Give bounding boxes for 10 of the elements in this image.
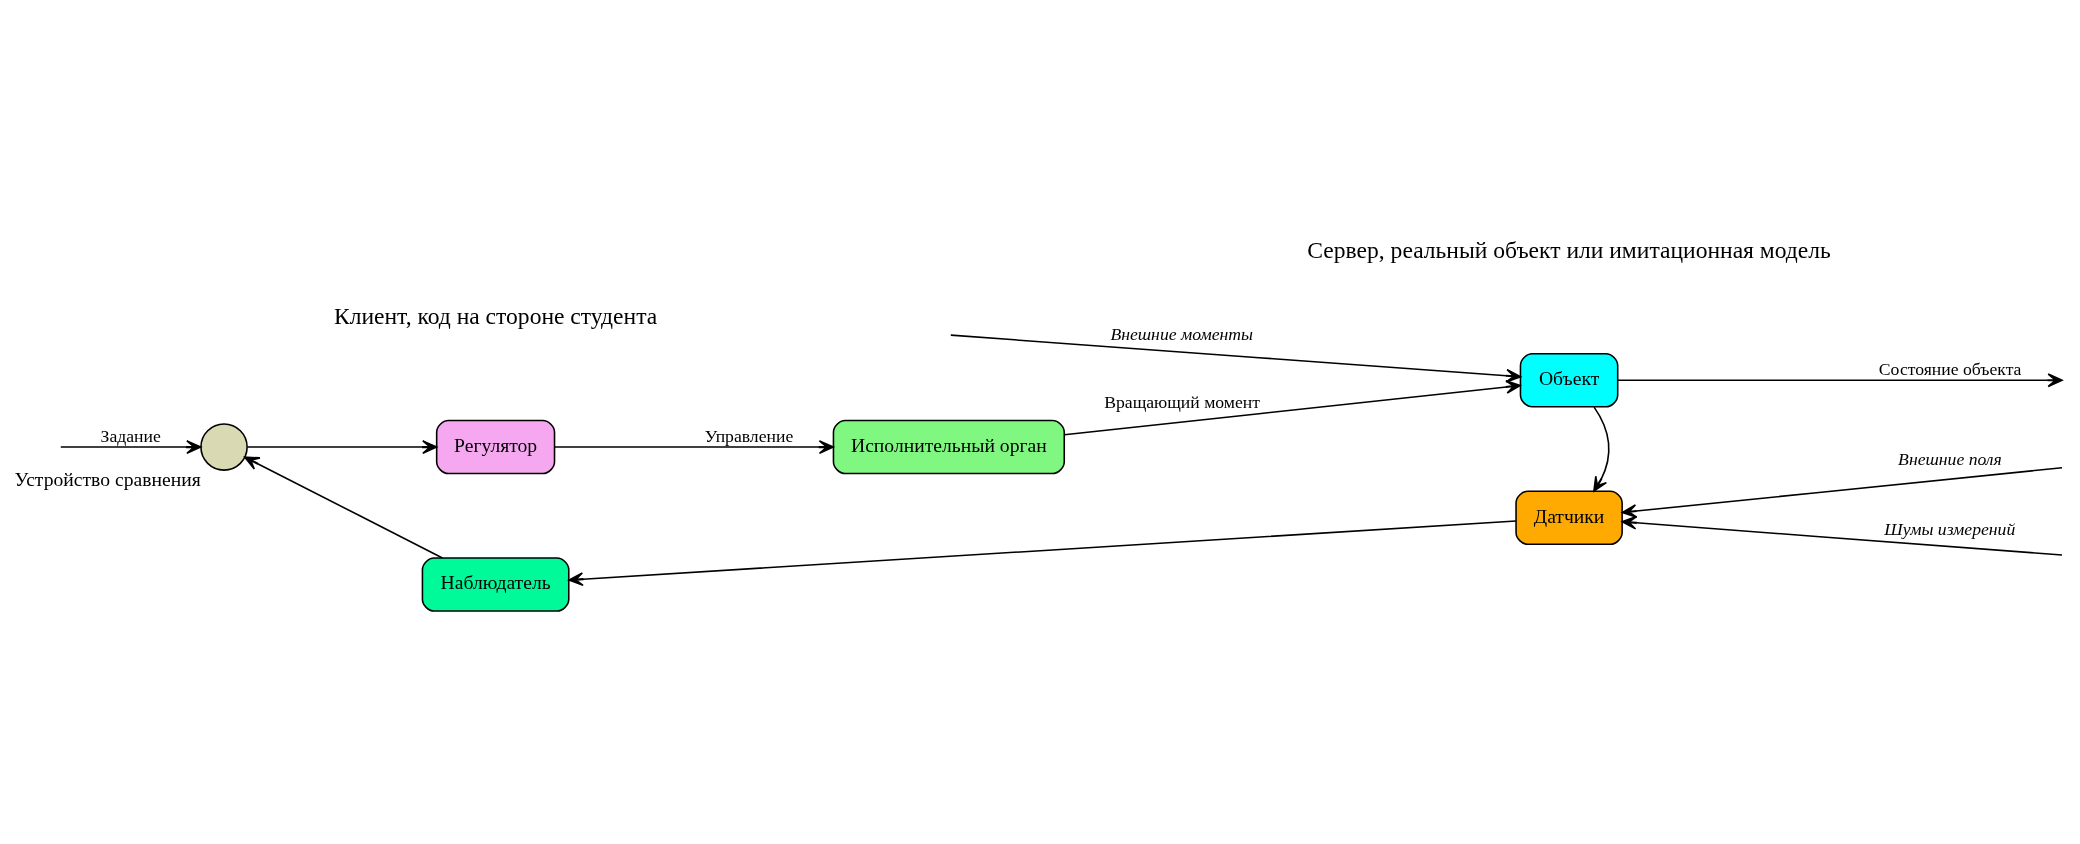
label: Клиент, код на стороне студента <box>333 302 658 329</box>
edge-label: Задание <box>100 425 161 446</box>
edge-label: Состояние объекта <box>1878 358 2022 379</box>
edge-label: Управление <box>704 425 794 446</box>
label: Сервер, реальный объект или имитационная модель <box>1307 236 1831 263</box>
edge-label: Внешние моменты <box>1110 323 1253 344</box>
edge-label: Шумы измерений <box>1884 518 2016 539</box>
edge-label: Внешние поля <box>1898 448 2002 469</box>
node-label: Устройство сравнения <box>14 467 201 490</box>
edge-label: Вращающий момент <box>1104 391 1261 412</box>
